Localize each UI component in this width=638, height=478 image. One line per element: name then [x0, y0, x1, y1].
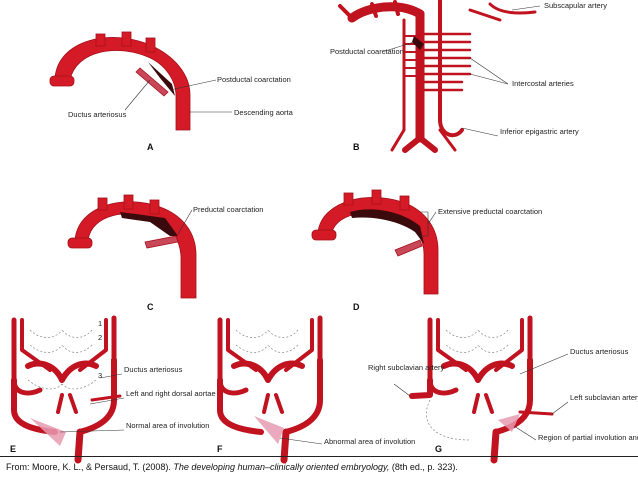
panel-a: Postductal coarctation Ductus arteriosus…	[49, 31, 294, 152]
leader-intercostal-2	[469, 73, 509, 85]
label-inferior-epigastric-artery: Inferior epigastric artery	[500, 127, 579, 136]
panel-letter-c: C	[147, 302, 154, 312]
leader-left-subclavian	[551, 401, 569, 415]
label-normal-involution: Normal area of involution	[126, 421, 209, 430]
label-postductal-coarctation-a: Postductal coarctation	[217, 75, 291, 84]
leader-ductus-e	[99, 373, 123, 379]
leader-postductal-a	[169, 79, 217, 91]
leader-ductus-a	[124, 79, 151, 111]
label-postductal-coarctation-b: Postductal coarctation	[330, 47, 404, 56]
label-abnormal-involution: Abnormal area of involution	[324, 437, 415, 446]
leader-right-subclavian	[393, 383, 411, 397]
caption-title: The developing human–clinically oriented…	[173, 462, 390, 472]
leader-abnormal	[279, 437, 323, 445]
panel-c: Preductal coarctation C	[67, 194, 263, 312]
leader-dorsal	[89, 397, 125, 405]
leader-ductus-g	[519, 353, 569, 375]
panel-letter-a: A	[147, 142, 154, 152]
figure-caption: From: Moore, K. L., & Persaud, T. (2008)…	[6, 462, 632, 472]
panel-f: Abnormal area of involution F	[217, 315, 415, 464]
panel-letter-e: E	[10, 444, 16, 454]
label-preductal-coarctation: Preductal coarctation	[193, 205, 263, 214]
leader-normal	[59, 429, 125, 433]
panel-b: Subscapular artery Postductal coarctatio…	[330, 0, 607, 153]
panel-d: Extensive preductal coarctation D	[311, 189, 542, 312]
leader-epigastric	[461, 127, 499, 137]
label-intercostal-arteries: Intercostal arteries	[512, 79, 574, 88]
panel-letter-d: D	[353, 302, 360, 312]
embryonic-arches-f	[217, 315, 323, 464]
panel-letter-b: B	[353, 142, 360, 152]
leader-subscapular	[511, 5, 541, 11]
label-dorsal-aortae: Left and right dorsal aortae	[126, 389, 216, 398]
panel-g: Right subclavian artery Ductus arteriosu…	[368, 315, 638, 464]
aortic-arch-a	[49, 31, 191, 131]
aortic-arch-d	[311, 189, 439, 295]
leader-extensive	[427, 211, 437, 225]
label-left-subclavian: Left subclavian artery	[570, 393, 638, 402]
label-arch-3: 3	[98, 371, 102, 380]
leader-preductal	[177, 209, 193, 235]
label-arch-2: 2	[98, 333, 102, 342]
label-arch-1: 1	[98, 319, 102, 328]
caption-prefix: From: Moore, K. L., & Persaud, T. (2008)…	[6, 462, 174, 472]
label-right-subclavian: Right subclavian artery	[368, 363, 445, 372]
leader-region	[513, 425, 537, 441]
label-descending-aorta: Descending aorta	[234, 108, 294, 117]
leader-postductal-b	[381, 41, 415, 53]
collateral-circulation-b	[338, 0, 537, 153]
embryonic-arches-g	[409, 315, 554, 464]
caption-divider	[0, 456, 638, 457]
label-ductus-arteriosus-a: Ductus arteriosus	[68, 110, 127, 119]
aortic-arch-c	[67, 194, 197, 299]
leader-intercostal-1	[469, 57, 509, 85]
panel-e: 1 2 3 Ductus arteriosus Left and right d…	[10, 315, 216, 464]
label-extensive-preductal-coarctation: Extensive preductal coarctation	[438, 207, 542, 216]
panel-letter-f: F	[217, 444, 223, 454]
label-subscapular-artery: Subscapular artery	[544, 1, 607, 10]
label-ductus-arteriosus-e: Ductus arteriosus	[124, 365, 183, 374]
label-region-partial-involution: Region of partial involution and coarcta…	[538, 433, 638, 442]
embryonic-arches-e	[11, 315, 122, 464]
label-ductus-arteriosus-g: Ductus arteriosus	[570, 347, 629, 356]
panel-letter-g: G	[435, 444, 442, 454]
caption-suffix: (8th ed., p. 323).	[389, 462, 458, 472]
